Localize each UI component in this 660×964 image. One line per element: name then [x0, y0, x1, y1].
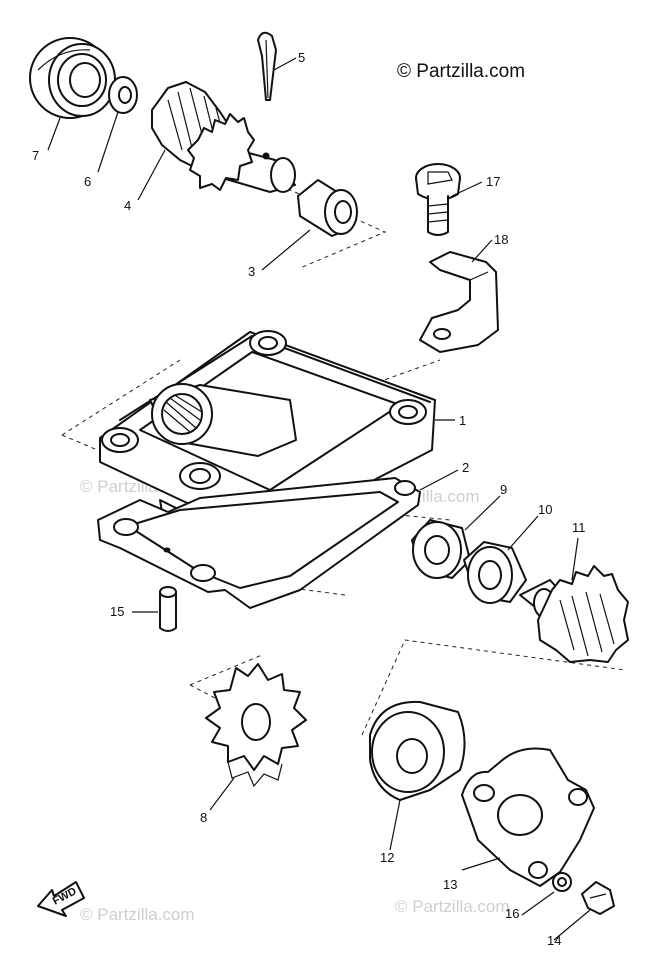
- label-4: 4: [124, 198, 131, 213]
- label-2: 2: [462, 460, 469, 475]
- forward-direction-arrow: FWD: [37, 881, 85, 917]
- label-16: 16: [505, 906, 519, 921]
- part-12-outer-rotor: [369, 700, 466, 801]
- label-12: 12: [380, 850, 394, 865]
- label-7: 7: [32, 148, 39, 163]
- part-4-drive-gear: [151, 81, 296, 193]
- part-11-driven-gear: [519, 565, 629, 663]
- part-2-gasket: [97, 477, 421, 609]
- part-18-bracket: [419, 251, 499, 353]
- label-9: 9: [500, 482, 507, 497]
- label-14: 14: [547, 933, 561, 948]
- part-13-pump-cover: [461, 747, 595, 887]
- label-18: 18: [494, 232, 508, 247]
- part-16-lock-washer: [552, 872, 572, 892]
- part-9-bushing: [411, 519, 471, 579]
- part-7-oil-seal: [29, 37, 116, 119]
- label-17: 17: [486, 174, 500, 189]
- part-10-bushing: [463, 541, 527, 604]
- label-3: 3: [248, 264, 255, 279]
- label-8: 8: [200, 810, 207, 825]
- label-5: 5: [298, 50, 305, 65]
- label-1: 1: [459, 413, 466, 428]
- leader-lines: [47, 57, 591, 941]
- part-6-washer: [108, 76, 138, 114]
- part-15-dowel-pin: [159, 586, 177, 632]
- label-11: 11: [572, 520, 586, 535]
- part-labels: 1 2 3 4 5 6 7 8 9 10 11 12 13 14 15 16 1…: [32, 50, 586, 948]
- watermark-bottom-right: © Partzilla.com: [395, 897, 510, 916]
- label-6: 6: [84, 174, 91, 189]
- part-17-bolt: [415, 163, 461, 236]
- part-8-rotor-gear: [205, 663, 307, 788]
- copyright-text: © Partzilla.com: [397, 61, 525, 82]
- label-15: 15: [110, 604, 124, 619]
- part-5-cotter-pin: [257, 31, 277, 101]
- watermark-bottom-left: © Partzilla.com: [80, 905, 195, 924]
- part-14-screw: [581, 881, 615, 915]
- label-13: 13: [443, 877, 457, 892]
- label-10: 10: [538, 502, 552, 517]
- part-3-bushing: [297, 179, 358, 237]
